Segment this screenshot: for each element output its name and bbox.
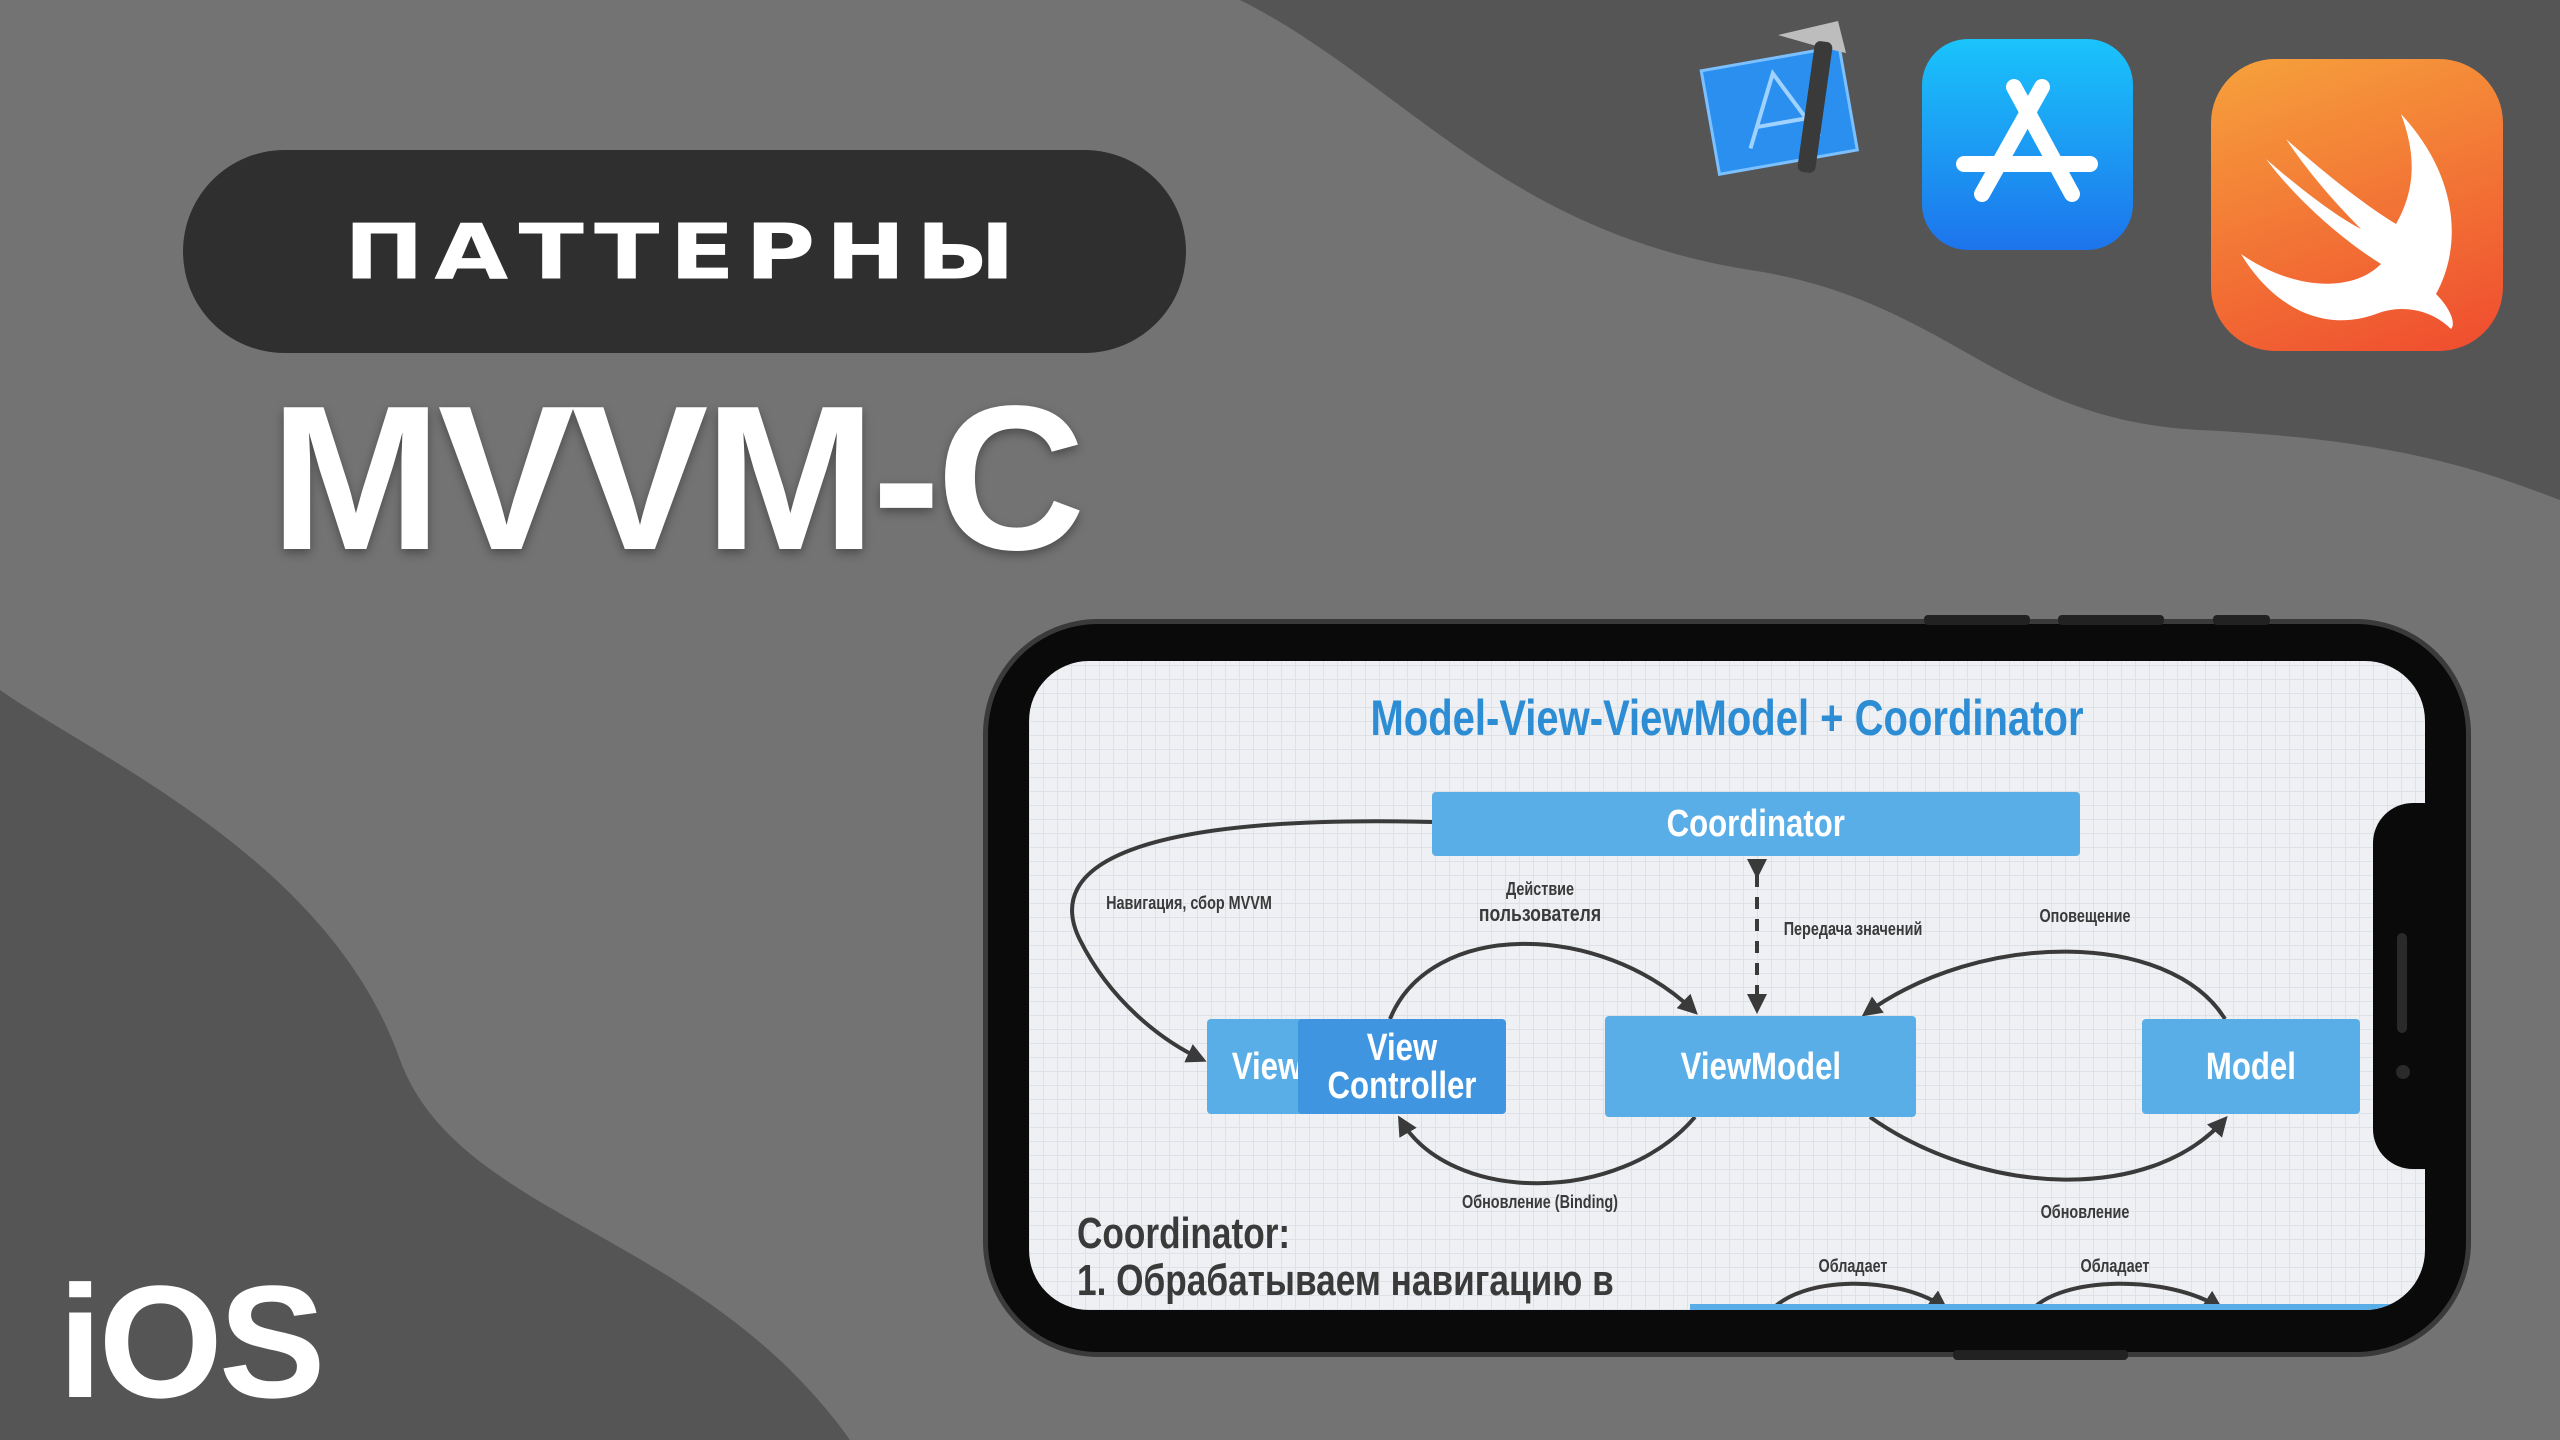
swift-icon xyxy=(2211,59,2503,351)
phone-button xyxy=(1953,1350,2128,1360)
owns-arrow xyxy=(1769,1281,1949,1310)
label-owns: Обладает xyxy=(1818,1256,1888,1276)
xcode-icon xyxy=(1699,21,1860,176)
label-action: пользователя xyxy=(1478,901,1602,926)
phone-screen-diagram: Model-View-ViewModel + Coordinator Coord… xyxy=(1029,661,2425,1310)
label-action: Действие xyxy=(1505,879,1575,899)
series-label-pill: ПАТТЕРНЫ xyxy=(183,150,1186,353)
label-notification: Оповещение xyxy=(2039,906,2131,926)
action-arrow xyxy=(1388,941,1698,1020)
binding-arrow xyxy=(1397,1115,1697,1186)
view-controller-box: View Controller xyxy=(1298,1019,1506,1114)
owns-arrow xyxy=(2029,1281,2224,1310)
page-title: MVVM-C xyxy=(270,363,1085,593)
navigation-arrow xyxy=(1070,819,1433,1063)
phone-button xyxy=(1924,615,2030,625)
phone-button xyxy=(2213,615,2270,625)
platform-label: iOS xyxy=(58,1252,326,1431)
label-pass-values: Передача значений xyxy=(1783,919,1923,939)
diagram-arrows xyxy=(1070,819,2390,1310)
diagram-title: Model-View-ViewModel + Coordinator xyxy=(1370,690,2084,746)
app-store-icon xyxy=(1922,39,2133,250)
label-owns: Обладает xyxy=(2080,1256,2150,1276)
label-navigation: Навигация, сбор MVVM xyxy=(1106,893,1272,913)
label-update: Обновление xyxy=(2040,1202,2130,1222)
notification-arrow xyxy=(1861,949,2227,1021)
model-box: Model xyxy=(2142,1019,2360,1114)
series-label: ПАТТЕРНЫ xyxy=(343,206,1026,297)
coordinator-box: Coordinator xyxy=(1432,792,2080,856)
notes-heading: Coordinator: xyxy=(1077,1209,1291,1258)
viewmodel-box: ViewModel xyxy=(1605,1016,1916,1117)
phone-button xyxy=(2058,615,2164,625)
update-arrow xyxy=(1868,1115,2228,1182)
notes-item: 1. Обрабатываем навигацию в xyxy=(1077,1256,1614,1305)
phone-notch xyxy=(2373,803,2433,1169)
label-binding: Обновление (Binding) xyxy=(1462,1192,1618,1212)
